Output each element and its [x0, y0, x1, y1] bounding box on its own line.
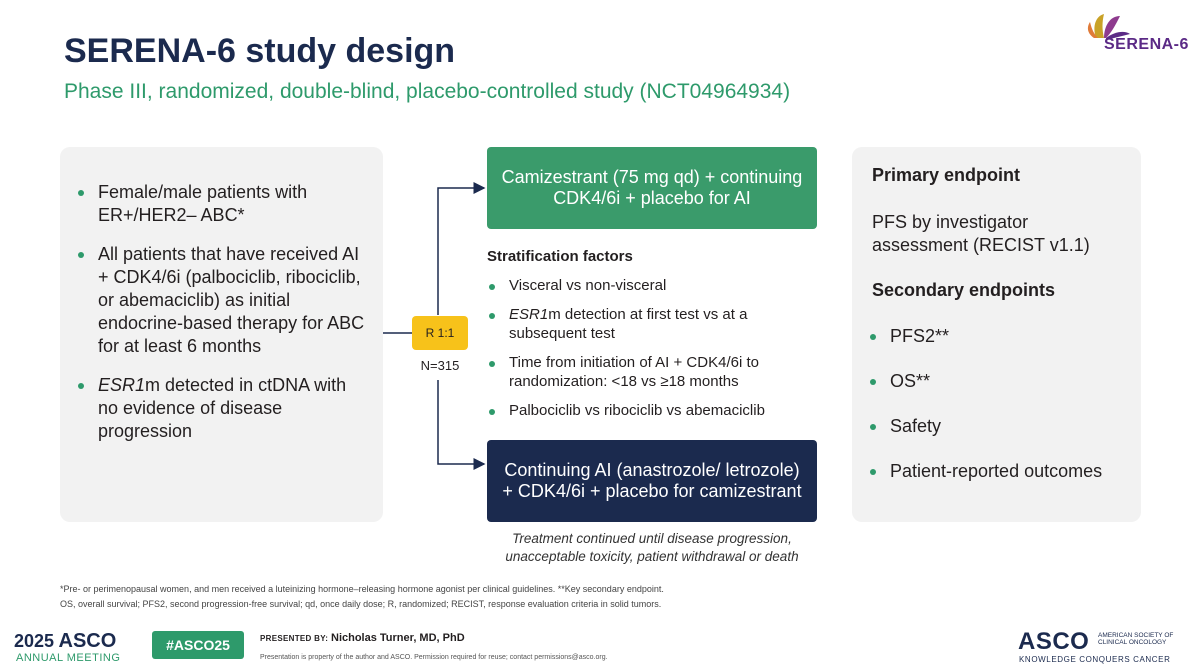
experimental-arm-text: Camizestrant (75 mg qd) + continuing CDK… — [501, 167, 803, 208]
arrow-to-control-arm — [437, 380, 486, 470]
endpoints-panel: Primary endpoint PFS by investigator ass… — [852, 147, 1141, 522]
stratification-item: Palbociclib vs ribociclib vs abemaciclib — [487, 401, 797, 420]
presenter-name: Nicholas Turner, MD, PhD — [331, 632, 465, 644]
control-arm-text: Continuing AI (anastrozole/ letrozole) +… — [502, 460, 802, 501]
secondary-endpoint-item: OS** — [868, 370, 1128, 393]
control-arm-box: Continuing AI (anastrozole/ letrozole) +… — [487, 440, 817, 522]
society-name: AMERICAN SOCIETY OF CLINICAL ONCOLOGY — [1098, 632, 1174, 646]
randomization-badge: R 1:1 — [412, 316, 468, 350]
stratification-list: Visceral vs non-visceral ESR1m detection… — [487, 276, 797, 430]
secondary-endpoint-item: PFS2** — [868, 325, 1128, 348]
serena6-logo: SERENA-6 — [1082, 8, 1192, 56]
asco-annual-meeting-logo: 2025 ASCO ANNUAL MEETING — [14, 630, 120, 664]
stratification-title: Stratification factors — [487, 248, 633, 265]
annual-meeting-label: ANNUAL MEETING — [16, 652, 121, 664]
presented-by-label: PRESENTED BY: — [260, 634, 329, 643]
primary-endpoint-title: Primary endpoint — [872, 165, 1021, 185]
eligibility-item: All patients that have received AI + CDK… — [76, 243, 366, 358]
serena-flower-icon — [1087, 14, 1130, 40]
treatment-duration-note: Treatment continued until disease progre… — [505, 531, 799, 564]
eligibility-item: Female/male patients with ER+/HER2– ABC* — [76, 181, 366, 227]
secondary-endpoint-item: Patient-reported outcomes — [868, 460, 1128, 483]
asco-wordmark-large: ASCO — [1018, 628, 1090, 655]
eligibility-item: ESR1m detected in ctDNA with no evidence… — [76, 374, 366, 443]
primary-endpoint-text: PFS by investigator assessment (RECIST v… — [872, 212, 1090, 255]
secondary-endpoint-item: Safety — [868, 415, 1128, 438]
logo-text: SERENA-6 — [1104, 36, 1189, 53]
sample-size-label: N=315 — [420, 358, 460, 373]
asco-wordmark: ASCO — [58, 630, 117, 652]
footnote-line-2: OS, overall survival; PFS2, second progr… — [60, 599, 662, 609]
society-tagline: KNOWLEDGE CONQUERS CANCER — [1019, 655, 1171, 664]
eligibility-panel: Female/male patients with ER+/HER2– ABC*… — [60, 147, 383, 522]
slide-subtitle: Phase III, randomized, double-blind, pla… — [64, 80, 791, 103]
hashtag-badge: #ASCO25 — [152, 631, 244, 659]
slide-title: SERENA-6 study design — [64, 32, 456, 70]
asco-society-logo: ASCO AMERICAN SOCIETY OF CLINICAL ONCOLO… — [1018, 628, 1173, 664]
stratification-item: Time from initiation of AI + CDK4/6i to … — [487, 353, 797, 391]
stratification-item: Visceral vs non-visceral — [487, 276, 797, 295]
stratification-item: ESR1m detection at first test vs at a su… — [487, 305, 797, 343]
presenter-line: PRESENTED BY: Nicholas Turner, MD, PhD — [260, 632, 465, 644]
randomization-arrows — [383, 182, 486, 470]
footnote-line-1: *Pre- or perimenopausal women, and men r… — [60, 584, 664, 594]
experimental-arm-box: Camizestrant (75 mg qd) + continuing CDK… — [487, 147, 817, 229]
meeting-year: 2025 — [14, 631, 55, 651]
eligibility-list: Female/male patients with ER+/HER2– ABC*… — [76, 181, 366, 459]
secondary-endpoints-title: Secondary endpoints — [872, 280, 1056, 300]
property-notice: Presentation is property of the author a… — [260, 654, 608, 661]
arrow-to-experimental-arm — [437, 182, 486, 315]
secondary-endpoints-list: PFS2** OS** Safety Patient-reported outc… — [868, 325, 1128, 505]
